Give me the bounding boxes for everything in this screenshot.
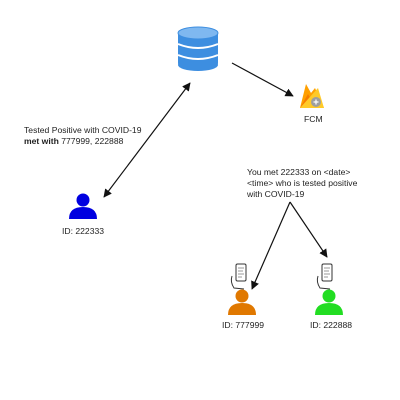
- user-222888-avatar: [315, 289, 343, 315]
- report-text-line1: Tested Positive with COVID-19: [24, 125, 142, 135]
- user-id-222888: ID: 222888: [310, 320, 353, 330]
- phone-icon: [316, 263, 333, 290]
- phone-icon: [230, 263, 247, 290]
- arrow-fcm-to-user-777999: [251, 201, 291, 290]
- user-id-777999: ID: 777999: [222, 320, 265, 330]
- report-text-line2: met with 777999, 222888: [24, 136, 123, 147]
- user-id-222333: ID: 222333: [62, 226, 105, 236]
- notification-line3: with COVID-19: [247, 189, 305, 199]
- arrow-user-database: [103, 82, 191, 198]
- met-with-label: met with: [24, 136, 59, 146]
- notification-line1: You met 222333 on <date>: [247, 167, 351, 177]
- met-ids: 777999, 222888: [58, 136, 124, 146]
- database-icon: [177, 26, 219, 71]
- arrow-fcm-to-user-222888: [289, 201, 328, 258]
- notification-line2: <time> who is tested positive: [247, 178, 358, 188]
- user-777999-avatar: [228, 289, 256, 315]
- arrow-database-to-fcm: [231, 62, 294, 97]
- fcm-label: FCM: [304, 114, 323, 124]
- firebase-icon: [300, 84, 324, 108]
- user-222333-avatar: [69, 193, 97, 219]
